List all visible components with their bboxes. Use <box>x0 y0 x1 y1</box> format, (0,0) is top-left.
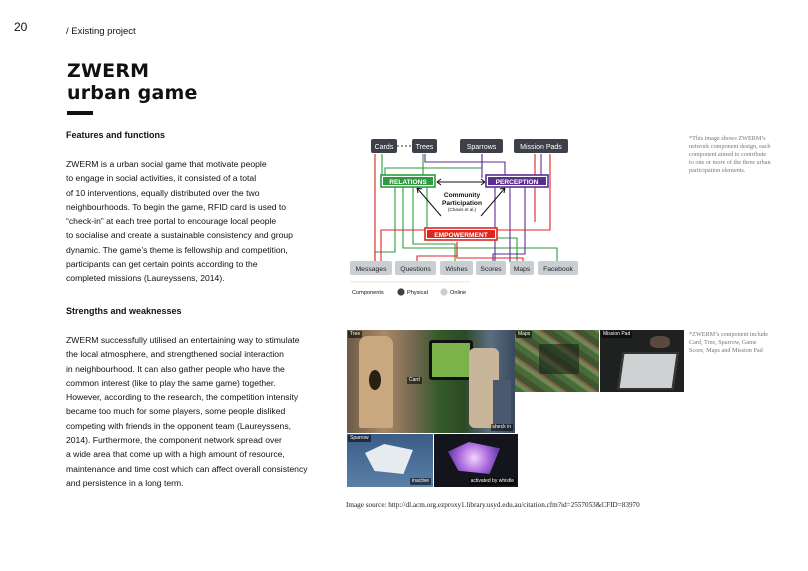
caption-line: participation elements. <box>689 167 746 174</box>
text-line: common interest (like to play the same g… <box>66 377 276 388</box>
page-title: ZWERM urban game <box>67 60 198 104</box>
node-cards: Cards <box>375 144 394 151</box>
text-line: completed missions (Laureyssens, 2014). <box>66 273 225 284</box>
node-facebook: Facebook <box>543 266 573 273</box>
center-line-2: Participation <box>442 200 482 207</box>
node-mission-pads: Mission Pads <box>520 144 562 151</box>
photo-label-sparrow: Sparrow <box>348 435 371 442</box>
image-source: Image source: http://dl.acm.org.ezproxy1… <box>346 501 640 509</box>
text-line: ZWERM is a urban social game that motiva… <box>66 159 267 169</box>
center-line-3: (Chavis et al.) <box>448 207 477 212</box>
diagram-caption: *This image shows ZWERM’s network compon… <box>689 135 771 175</box>
photo-label-activated: activated by whistle <box>468 478 516 485</box>
text-line: in neighbourhood. It can also gather peo… <box>66 363 285 374</box>
caption-line: to one or more of the three urban <box>689 159 771 166</box>
mission-pad-photo: Mission Pad <box>600 330 684 392</box>
section-label: / Existing project <box>66 26 136 37</box>
photo-label-card: Card <box>407 377 422 384</box>
text-line: to engage in social activities, it consi… <box>66 173 257 184</box>
caption-line: Score, Maps and Mission Pad <box>689 347 763 354</box>
text-line: and persistence in a long term. <box>66 477 184 488</box>
title-underline <box>67 111 93 115</box>
photo-caption: *ZWERM’s component include Card, Tree, S… <box>689 331 768 355</box>
node-wishes: Wishes <box>445 266 468 273</box>
empowerment-label: EMPOWERMENT <box>434 232 487 239</box>
text-line: dynamic. The game’s theme is fellowship … <box>66 244 288 255</box>
text-line: became too much for some players, some p… <box>66 406 286 417</box>
text-line: to socialise and create a sustainable co… <box>66 230 293 241</box>
title-line-2: urban game <box>67 82 198 104</box>
text-line: neighbourhoods. To begin the game, RFID … <box>66 201 287 212</box>
node-messages: Messages <box>356 266 388 273</box>
text-line: participants can get certain points acco… <box>66 259 258 270</box>
sparrow-inactive-photo: Sparrow inactive <box>347 434 433 487</box>
tree-photo: Tree Card check in <box>347 330 515 433</box>
features-paragraph: ZWERM is a urban social game that motiva… <box>66 157 293 286</box>
features-heading: Features and functions <box>66 130 166 140</box>
text-line: of 10 interventions, equally distributed… <box>66 187 260 198</box>
legend-title: Components <box>352 290 384 296</box>
text-line: However, according to the research, the … <box>66 392 299 403</box>
text-line: a wide area that come up with a high amo… <box>66 449 285 460</box>
text-line: “check-in” at each tree portal to encour… <box>66 216 277 227</box>
page-number: 20 <box>14 20 28 34</box>
legend-online-swatch <box>440 288 448 296</box>
text-line: ZWERM successfully utilised an entertain… <box>66 335 300 345</box>
node-questions: Questions <box>400 266 431 273</box>
perception-label: PERCEPTION <box>496 179 539 186</box>
legend-physical: Physical <box>407 290 428 296</box>
photo-label-mission-pad: Mission Pad <box>601 331 633 338</box>
strengths-heading: Strengths and weaknesses <box>66 306 182 316</box>
node-scores: Scores <box>480 266 502 273</box>
node-sparrows: Sparrows <box>467 144 497 151</box>
sparrow-activated-photo: activated by whistle <box>434 434 518 487</box>
text-line: competing with friends in the opponent t… <box>66 420 291 431</box>
caption-line: Card, Tree, Sparrow, Game <box>689 339 757 346</box>
text-line: 2014). Furthermore, the component networ… <box>66 435 282 446</box>
node-maps: Maps <box>514 266 531 273</box>
photo-label-tree: Tree <box>348 331 363 338</box>
text-line: the local atmosphere, and strengthened s… <box>66 349 284 360</box>
photo-label-checkin: check in <box>490 424 513 431</box>
photo-label-maps: Maps <box>516 331 533 338</box>
photo-label-inactive: inactive <box>410 478 431 485</box>
maps-photo: Maps <box>515 330 599 392</box>
caption-line: component aimed to contribute <box>689 151 767 158</box>
legend-online: Online <box>450 290 466 296</box>
legend-physical-swatch <box>397 288 405 296</box>
title-line-1: ZWERM <box>67 60 150 82</box>
relations-label: RELATIONS <box>389 179 427 186</box>
caption-line: network component design, each <box>689 143 771 150</box>
caption-line: *This image shows ZWERM’s <box>689 135 766 142</box>
network-diagram: Cards Trees Sparrows Mission Pads RELATI… <box>350 139 578 296</box>
caption-line: *ZWERM’s component include <box>689 331 769 338</box>
text-line: maintenance and time cost which can affe… <box>66 463 308 474</box>
strengths-paragraph: ZWERM successfully utilised an entertain… <box>66 333 308 490</box>
center-line-1: Community <box>444 192 481 199</box>
node-trees: Trees <box>416 144 434 151</box>
